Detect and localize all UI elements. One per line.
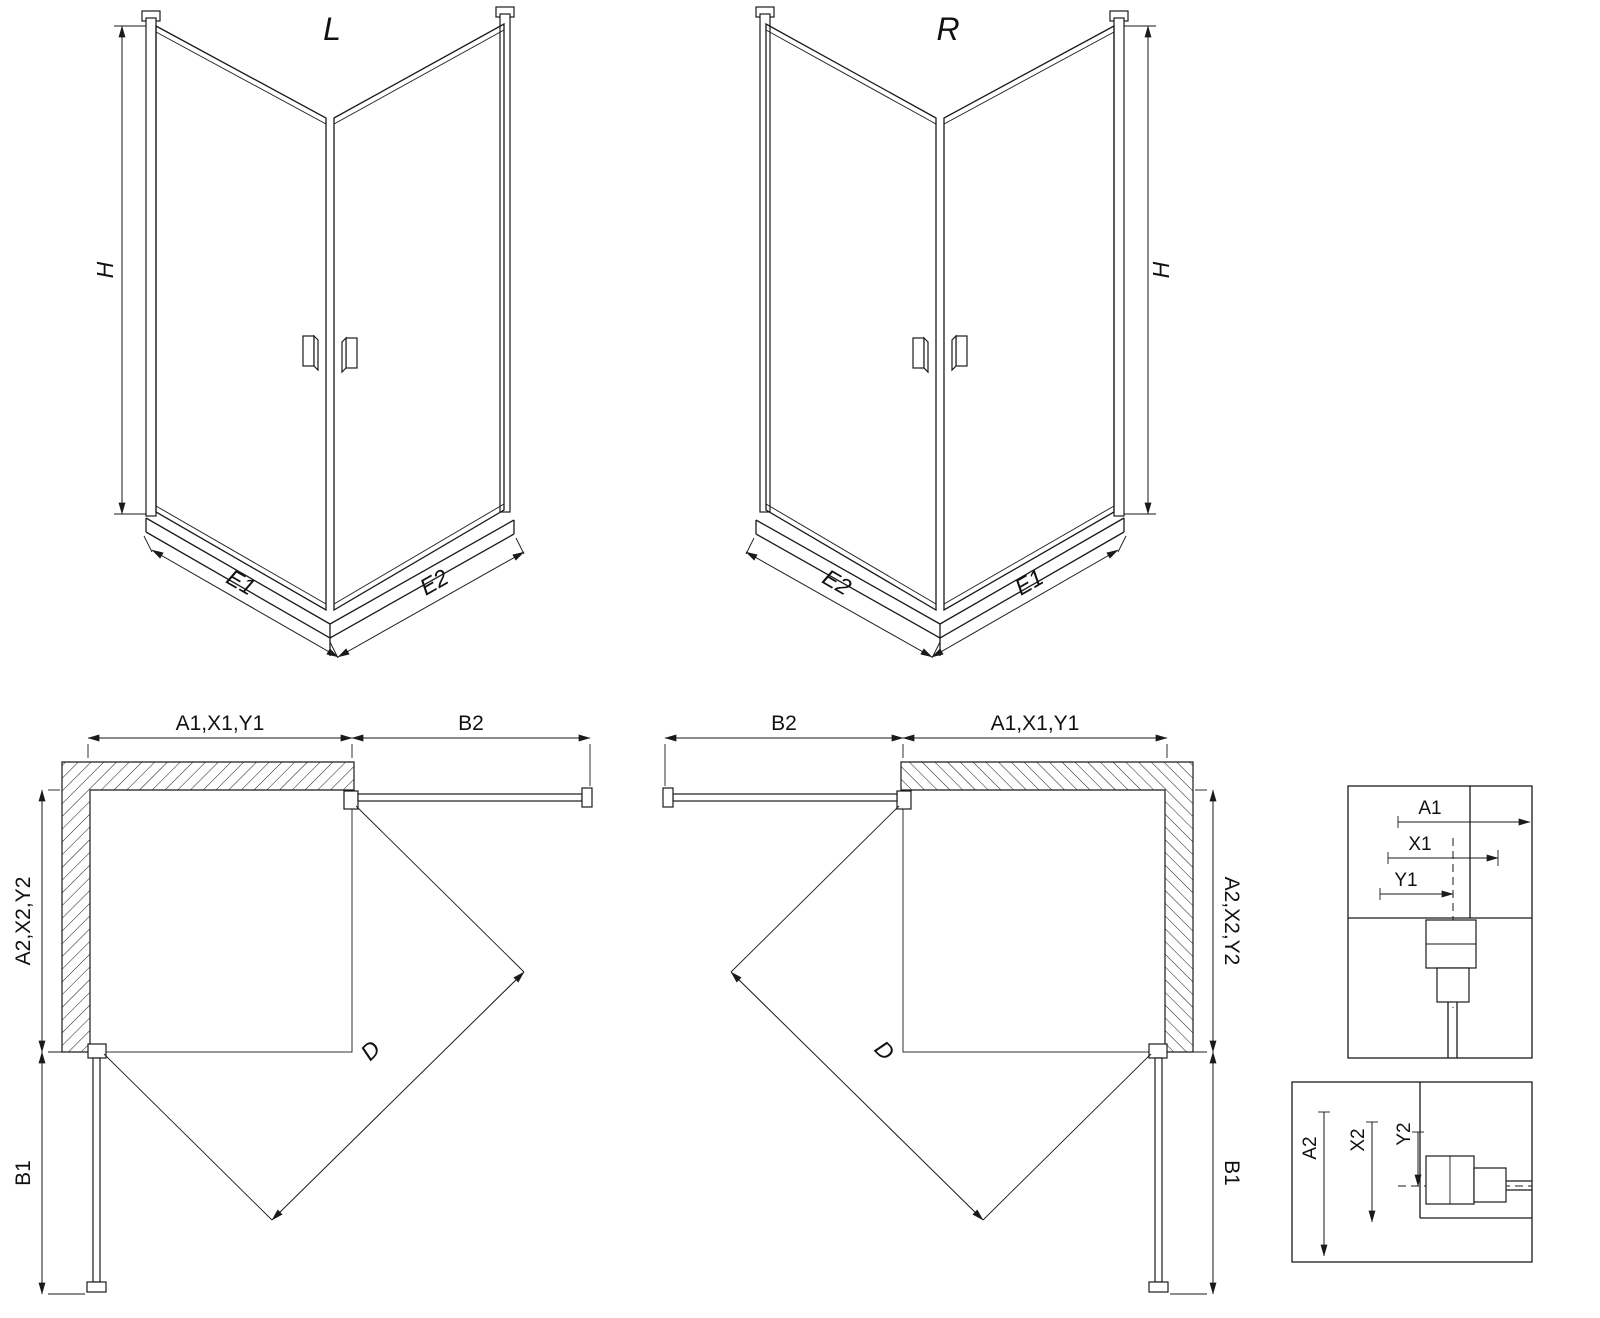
plan-dimension-lines [38, 734, 591, 1295]
right-door-handle [345, 337, 358, 369]
detail-wall-profile-top: A1 X1 Y1 [1347, 785, 1533, 1059]
detail-top-dimension-lines [1379, 816, 1531, 900]
door-edge-profile-top [581, 787, 593, 808]
dim-label-e2-right: E2 [818, 564, 856, 601]
dim-label-x2-detail: X2 [1348, 1128, 1369, 1151]
door-handles [302, 334, 358, 374]
perspective-view-left: L H E1 E2 [92, 6, 525, 659]
plan-geometry-right-mirrored [663, 738, 1213, 1294]
dim-label-height-left: H [92, 261, 118, 278]
dim-label-b2-left: B2 [458, 712, 484, 735]
door-edge-profile-side [86, 1281, 107, 1293]
left-door-panel [141, 10, 327, 612]
side-door-open [86, 1043, 107, 1293]
plan-view-right: B2 A1,X1,Y1 A2,X2,Y2 B1 D [663, 712, 1243, 1294]
plan-geometry-left [38, 734, 593, 1295]
detail-bottom-dimension-lines [1318, 1111, 1424, 1257]
wall-profile-section [1425, 1155, 1532, 1205]
left-door-handle [302, 335, 315, 367]
detail-frame-bottom [1291, 1081, 1533, 1263]
hinge-side [87, 1043, 107, 1059]
dim-label-height-right: H [1148, 261, 1174, 278]
dim-label-y2-detail: Y2 [1394, 1122, 1415, 1145]
enclosure-geometry-left [114, 6, 525, 659]
diagonal-dimension-line [271, 971, 525, 1221]
tray-outline [89, 789, 353, 1053]
height-dimension [114, 25, 148, 515]
dim-label-a2-detail: A2 [1300, 1136, 1321, 1159]
tray-width-dimensions [143, 535, 525, 659]
dim-label-a2x2y2-right: A2,X2,Y2 [1220, 877, 1243, 966]
dim-label-a2x2y2-left: A2,X2,Y2 [12, 877, 35, 966]
walls [61, 761, 355, 1053]
dim-label-b1-right: B1 [1220, 1160, 1243, 1186]
perspective-view-right: R H E2 E1 [746, 7, 1174, 658]
dim-label-a1-detail: A1 [1418, 798, 1441, 819]
dim-label-x1-detail: X1 [1408, 834, 1431, 855]
dim-label-d-right: D [870, 1035, 900, 1065]
dim-label-b1-left: B1 [12, 1160, 35, 1186]
right-door-panel [333, 6, 515, 612]
dim-label-a1x1y1-right: A1,X1,Y1 [991, 712, 1080, 735]
detail-frame-top [1347, 785, 1533, 1059]
view-title-right: R [936, 11, 959, 47]
door-swing-lines [103, 805, 525, 1221]
dim-label-y1-detail: Y1 [1394, 870, 1417, 891]
dim-label-b2-right: B2 [771, 712, 797, 735]
view-title-left: L [323, 11, 341, 47]
enclosure-geometry-right-mirrored [746, 7, 1156, 658]
top-door-open [343, 787, 593, 810]
wall-profile-right [499, 13, 511, 513]
dim-label-d-left: D [355, 1035, 385, 1065]
detail-wall-profile-bottom: A2 X2 Y2 [1291, 1081, 1533, 1263]
wall-profile-left [145, 17, 157, 517]
dim-label-a1x1y1-left: A1,X1,Y1 [176, 712, 265, 735]
wall-profile-section [1425, 919, 1477, 1058]
plan-view-left: A1,X1,Y1 B2 A2,X2,Y2 B1 D [12, 712, 593, 1295]
